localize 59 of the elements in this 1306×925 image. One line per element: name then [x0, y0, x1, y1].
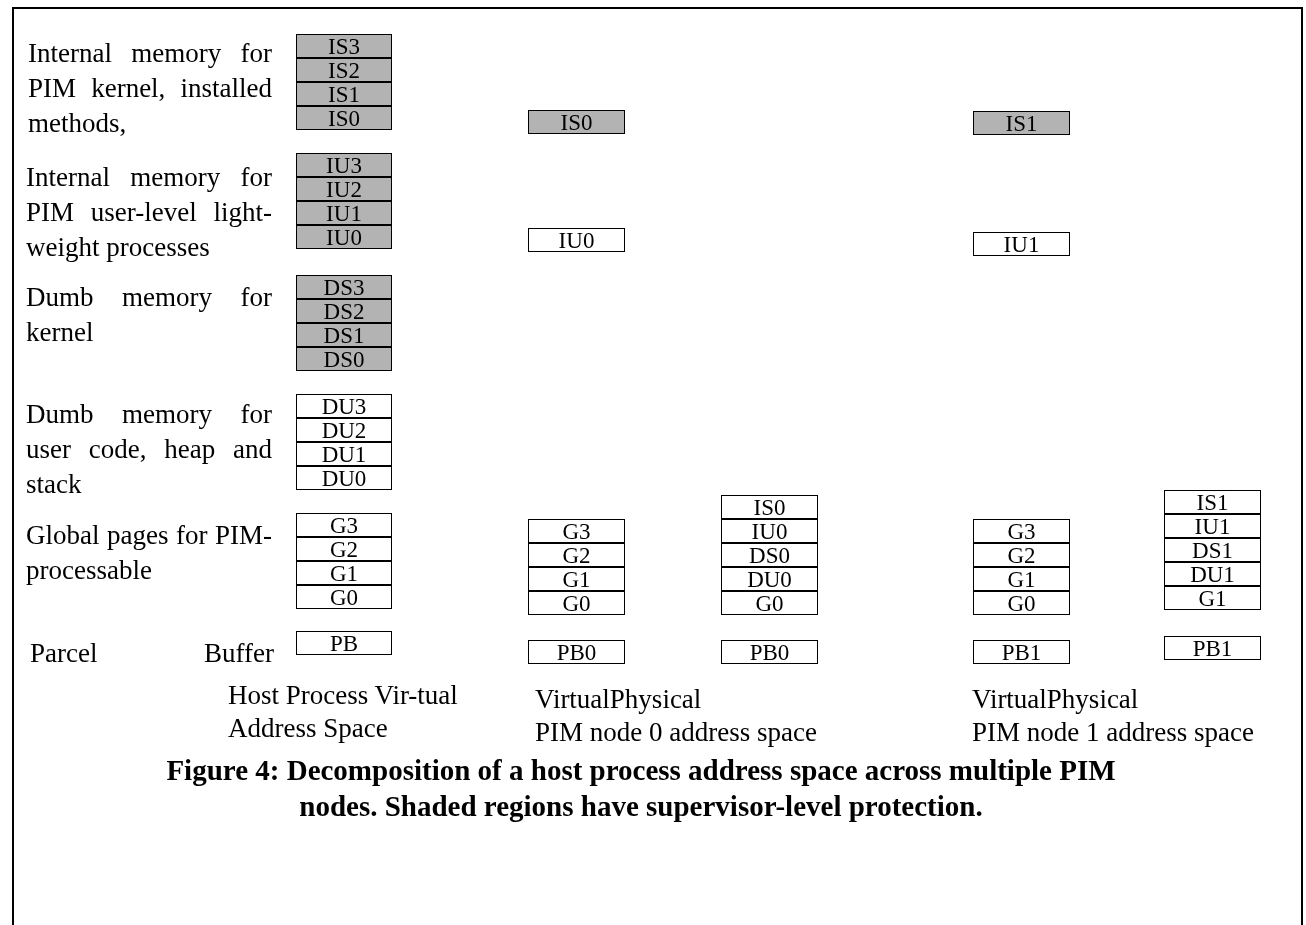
- shaded-memory-region: IS0: [296, 106, 392, 130]
- memory-region: G1: [973, 567, 1070, 591]
- memory-region: G3: [528, 519, 625, 543]
- shaded-memory-region: IU1: [296, 201, 392, 225]
- memory-region: DU1: [1164, 562, 1261, 586]
- memory-region: IU1: [1164, 514, 1261, 538]
- memory-region: PB0: [528, 640, 625, 664]
- shaded-memory-region: IS0: [528, 110, 625, 134]
- shaded-memory-region: IS3: [296, 34, 392, 58]
- region-label: Global pages for PIM-processable: [26, 519, 272, 587]
- shaded-memory-region: DS2: [296, 299, 392, 323]
- memory-region: PB1: [973, 640, 1070, 664]
- region-label: Dumb memory for kernel: [26, 281, 272, 349]
- shaded-memory-region: IS1: [296, 82, 392, 106]
- memory-region: G2: [296, 537, 392, 561]
- shaded-memory-region: IS2: [296, 58, 392, 82]
- region-label: Parcel Buffer: [30, 637, 274, 670]
- memory-region: G0: [721, 591, 818, 615]
- shaded-memory-region: IS1: [973, 111, 1070, 135]
- region-label: PIM node 1 address space: [972, 716, 1255, 749]
- memory-region: DU3: [296, 394, 392, 418]
- region-label: VirtualPhysical: [972, 683, 1140, 716]
- memory-region: DU1: [296, 442, 392, 466]
- memory-region: G1: [296, 561, 392, 585]
- memory-region: IU0: [528, 228, 625, 252]
- region-label: Dumb memory for user code, heap and stack: [26, 398, 272, 501]
- memory-region: G0: [528, 591, 625, 615]
- shaded-memory-region: DS0: [296, 347, 392, 371]
- memory-region: IU1: [973, 232, 1070, 256]
- memory-region: IS0: [721, 495, 818, 519]
- shaded-memory-region: IU3: [296, 153, 392, 177]
- memory-region: PB: [296, 631, 392, 655]
- memory-region: PB0: [721, 640, 818, 664]
- memory-region: G1: [1164, 586, 1261, 610]
- memory-region: G2: [973, 543, 1070, 567]
- shaded-memory-region: IU2: [296, 177, 392, 201]
- region-label: Internal memory for PIM kernel, installed methods,: [28, 37, 272, 140]
- region-label: Internal memory for PIM user-level light-weight processes: [26, 161, 272, 264]
- memory-region: IU0: [721, 519, 818, 543]
- memory-region: G3: [973, 519, 1070, 543]
- memory-region: DS0: [721, 543, 818, 567]
- shaded-memory-region: DS1: [296, 323, 392, 347]
- region-label: Host Process Vir-tual Address Space: [228, 679, 459, 745]
- memory-region: PB1: [1164, 636, 1261, 660]
- memory-region: G1: [528, 567, 625, 591]
- memory-region: DU0: [296, 466, 392, 490]
- region-label: VirtualPhysical: [535, 683, 703, 716]
- memory-region: DU2: [296, 418, 392, 442]
- memory-region: DS1: [1164, 538, 1261, 562]
- region-label: PIM node 0 address space: [535, 716, 818, 749]
- memory-region: G3: [296, 513, 392, 537]
- memory-region: G0: [296, 585, 392, 609]
- shaded-memory-region: DS3: [296, 275, 392, 299]
- memory-region: G2: [528, 543, 625, 567]
- memory-region: G0: [973, 591, 1070, 615]
- memory-region: DU0: [721, 567, 818, 591]
- shaded-memory-region: IU0: [296, 225, 392, 249]
- figure-caption: Figure 4: Decomposition of a host process address space across multiple PIM nodes. Shaded regions have supervisor-level protection.: [165, 753, 1117, 824]
- memory-region: IS1: [1164, 490, 1261, 514]
